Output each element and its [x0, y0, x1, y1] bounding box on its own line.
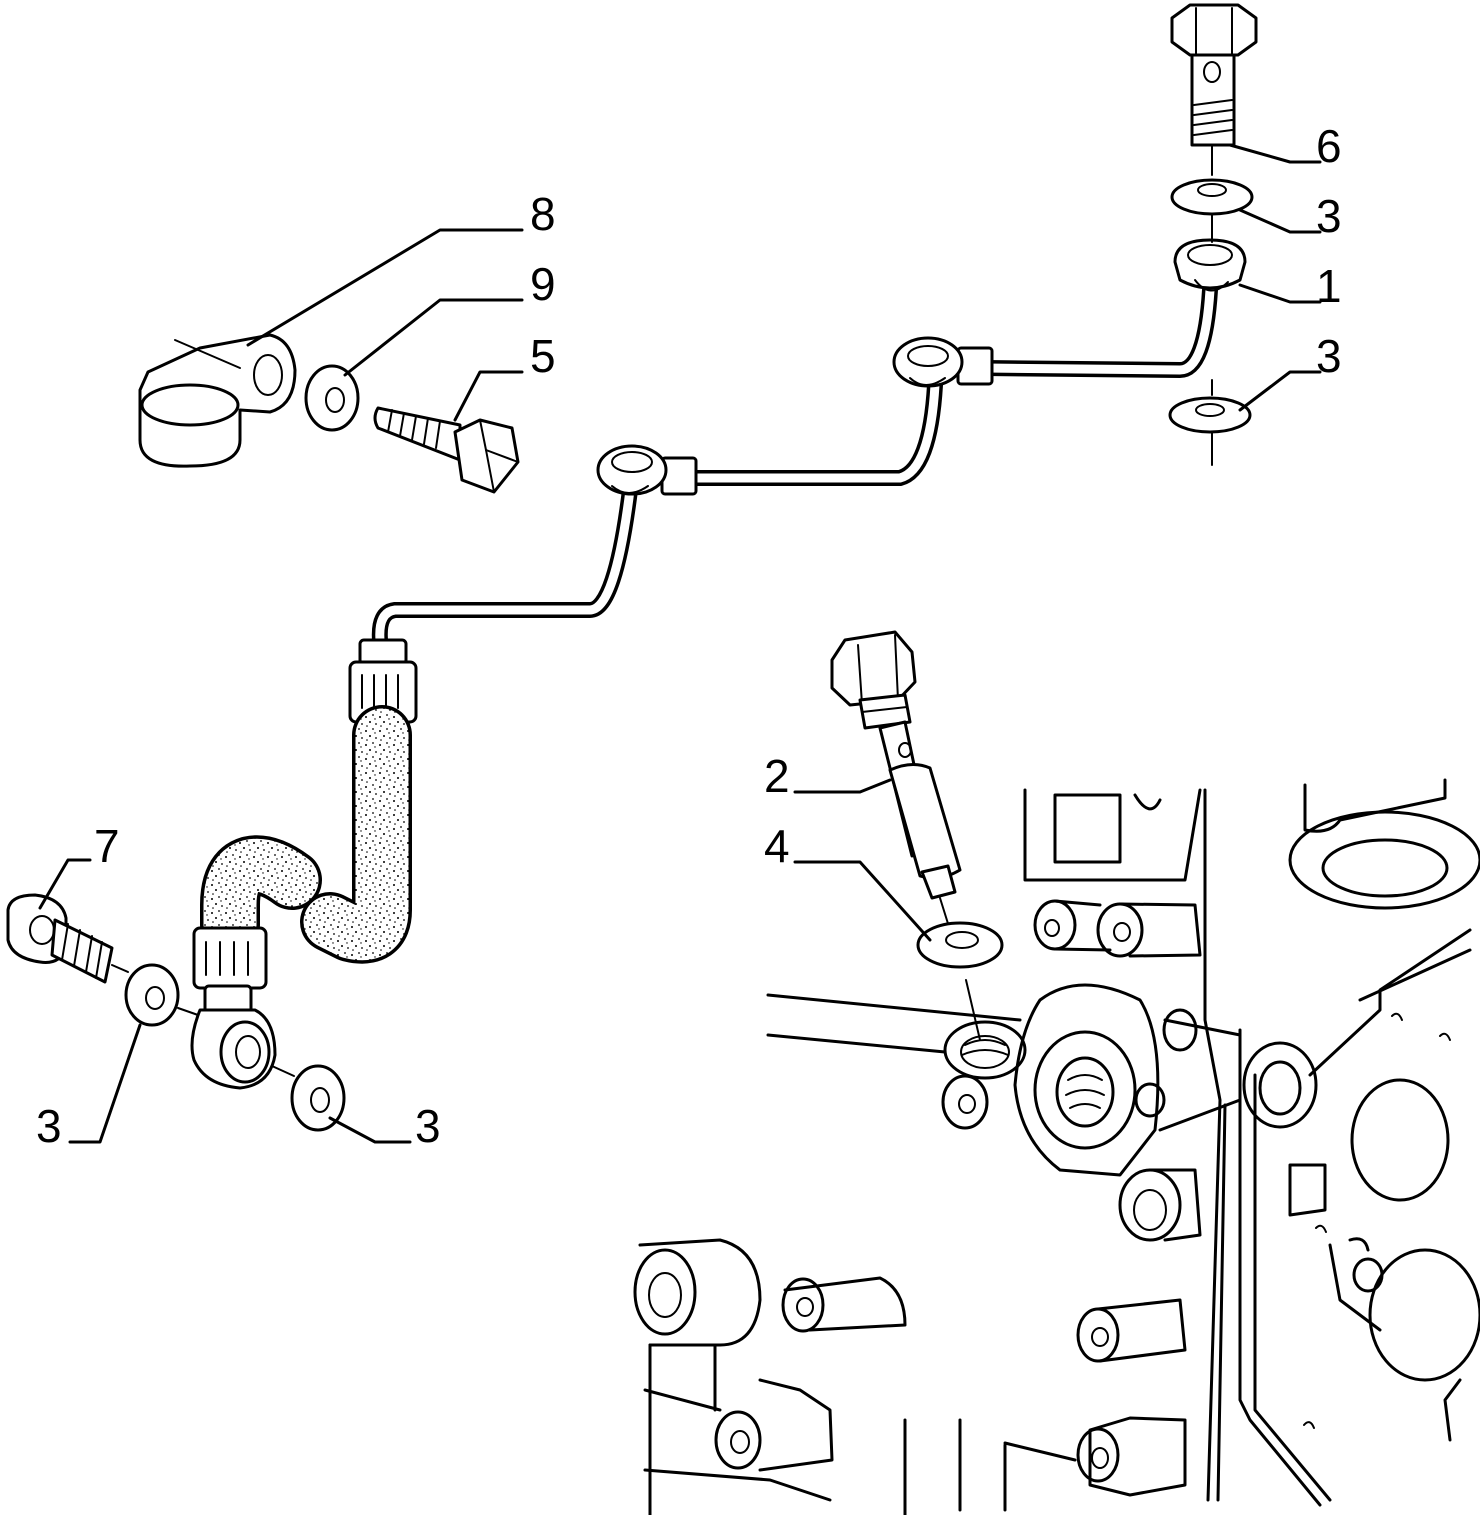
callout-6: 6	[1316, 120, 1342, 172]
callout-9: 9	[530, 258, 556, 310]
callout-1: 1	[1316, 260, 1342, 312]
pipe-clamp-8	[138, 333, 297, 468]
banjo-fitting-upper	[892, 336, 994, 388]
washer-3-bottom	[271, 1064, 346, 1132]
callout-3-upper-right: 3	[1316, 190, 1342, 242]
banjo-union-1	[1173, 238, 1247, 292]
callout-3-lower-right: 3	[1316, 330, 1342, 382]
callout-5: 5	[530, 330, 556, 382]
oil-pipe-assembly	[190, 238, 1247, 1090]
callout-3-bottom: 3	[415, 1100, 441, 1152]
banjo-bolt-6	[1170, 3, 1258, 176]
callout-4: 4	[764, 820, 790, 872]
banjo-fitting-middle	[596, 444, 698, 496]
washer-9	[304, 364, 360, 432]
washer-3-lower	[1168, 379, 1252, 466]
hose-ferrule-lower	[192, 926, 268, 1016]
banjo-bolt-7	[6, 893, 129, 984]
callout-2: 2	[764, 750, 790, 802]
engine-block-section	[633, 778, 1480, 1515]
callout-3-left: 3	[36, 1100, 62, 1152]
callout-7: 7	[94, 820, 120, 872]
callout-8: 8	[530, 188, 556, 240]
hose-ferrule-upper	[348, 638, 418, 724]
oil-pressure-sender-2	[830, 630, 962, 931]
banjo-elbow-lower	[190, 1008, 277, 1090]
callout-labels: 6 3 1 3 8 9 5 2 4 7 3 3	[36, 120, 1342, 1152]
flexible-hose	[200, 705, 412, 964]
washer-3-upper	[1170, 178, 1254, 243]
bolt-5	[373, 406, 520, 494]
leader-lines	[38, 143, 1322, 1144]
washer-3-left	[124, 963, 199, 1027]
washer-4	[916, 921, 1004, 1041]
